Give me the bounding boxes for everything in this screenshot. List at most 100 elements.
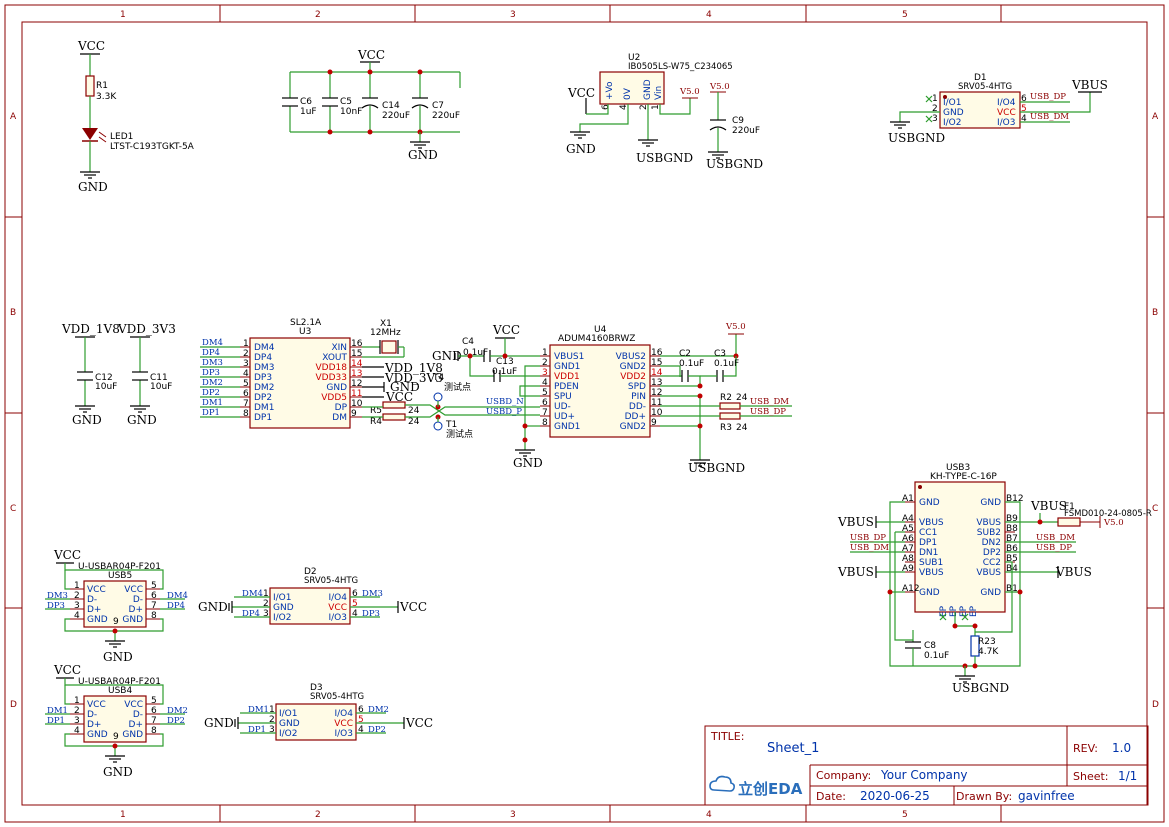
svg-text:8: 8 [151,726,157,736]
u3-pin-label: DP2 [254,393,272,403]
svg-text:DP1: DP1 [248,725,266,735]
usb3-pin-label: VBUS [919,518,944,528]
f1-value: FSMD010-24-0805-R [1064,509,1152,519]
u4-pin-num: 12 [651,388,662,398]
svg-text:VCC: VCC [328,603,347,613]
u4-pin-label: DD+ [625,412,646,422]
u3-pin-label: XOUT [322,353,347,363]
svg-text:D+: D+ [129,720,143,730]
svg-text:5: 5 [151,696,157,706]
r2-resistor[interactable] [719,402,741,410]
u2-pin-0v: 0V [623,87,633,100]
u3-pin-num: 15 [351,349,362,359]
u4-pin-num: 16 [651,348,663,358]
svg-text:6: 6 [358,705,364,715]
svg-text:6: 6 [1021,94,1027,104]
usb3-pin-label: GND [980,498,1001,508]
c9-ref: C9 [732,116,744,126]
u3-pin-num: 16 [351,339,363,349]
u2-value: IB0505LS-W75_C234065 [628,62,733,72]
usb3-body[interactable] [914,481,1006,613]
r2-value: 24 [736,393,748,403]
c8-value: 0.1uF [924,651,949,661]
vdd-caps: VDD_1V8 VDD_3V3 C12 10uF C11 10uF GND GN… [61,322,176,427]
usb4-ref: USB4 [108,686,132,696]
gnd-label: GND [390,380,420,394]
usb5-body[interactable] [83,580,147,628]
svg-text:2: 2 [74,591,80,601]
u3-net-label: DP4 [202,348,220,358]
u4-body[interactable] [549,344,651,438]
svg-text:7: 7 [151,601,157,611]
svg-text:3: 3 [74,601,80,611]
svg-text:7: 7 [151,716,157,726]
c13-value: 0.1uF [492,367,517,377]
c4-value: 0.1uF [463,348,488,358]
usb3-value: KH-TYPE-C-16P [930,472,997,482]
x1-crystal[interactable] [381,340,397,354]
svg-text:VCC: VCC [334,719,353,729]
usb3-pin-num: A8 [902,554,914,564]
usb3-pin-label: SUB2 [977,528,1001,538]
u4-pin-num: 11 [651,398,662,408]
row-label-right: C [1152,504,1158,514]
svg-text:I/O2: I/O2 [279,729,298,739]
vcc-label: VCC [567,86,595,100]
vbus-label: VBUS [837,565,874,579]
row-label-right: D [1152,700,1159,710]
rev-label: REV: [1073,742,1098,755]
svg-text:1: 1 [74,581,80,591]
usb3-pin-num: A7 [902,544,914,554]
usb3-pin-num: A6 [902,534,914,544]
d2-body[interactable] [269,587,351,625]
svg-text:DP3: DP3 [362,609,380,619]
usb3-pin-label: DP1 [919,538,937,548]
usb-dm-label: USB_DM [1030,112,1069,122]
d3-body[interactable] [275,703,357,741]
u2-body[interactable] [599,71,665,105]
c3-value: 0.1uF [714,359,739,369]
c5-value: 10nF [340,107,362,117]
vbus-label: VBUS [1055,565,1092,579]
usb3-pin-label: GND [919,498,940,508]
v5-label: V5.0 [725,322,746,332]
led1-diode[interactable] [82,128,98,140]
u4-pin-num: 3 [542,368,548,378]
lceda-logo-icon [709,775,735,792]
u2-pin-gnd: GND [643,79,653,100]
r4-resistor[interactable] [382,413,406,421]
usb3-pin-num: B7 [1006,534,1018,544]
usbgnd-label: USBGND [888,131,945,145]
r3-resistor[interactable] [719,412,741,420]
svg-text:DP4: DP4 [242,609,260,619]
svg-text:D+: D+ [129,605,143,615]
d1-pin: VCC [997,108,1016,118]
drawn-by-value: gavinfree [1018,789,1075,803]
u2-pin-num: 1 [651,104,661,110]
u3-net-label: DM1 [202,398,223,408]
d1-body[interactable] [939,91,1021,129]
u3-pin-label: DP1 [254,413,272,423]
svg-text:DM2: DM2 [368,705,389,715]
col-label-bottom: 5 [902,810,908,820]
usb4-body[interactable] [83,695,147,743]
usb3-pin-label: DN2 [982,538,1001,548]
r5-resistor[interactable] [382,401,406,409]
u4-pin-label: PIN [631,392,646,402]
u4-pin-label: VDD2 [620,372,646,382]
u3-pin-label: DP4 [254,353,272,363]
r1-resistor[interactable] [85,75,95,97]
col-label-bottom: 2 [315,810,321,820]
usb-dp-label: USB_DP [850,533,886,543]
u2-pin-num: 4 [619,104,629,110]
u3-pin-label: XIN [331,343,347,353]
c9-value: 220uF [732,126,760,136]
u2-pin-vo: +Vo [605,81,615,100]
f1-fuse[interactable] [1057,517,1081,527]
col-label-top: 4 [706,10,712,20]
usb3-pin-label: GND [980,588,1001,598]
u3-pin-label: DP3 [254,373,272,383]
u3-body[interactable] [249,337,351,429]
gnd-label: GND [198,600,228,614]
